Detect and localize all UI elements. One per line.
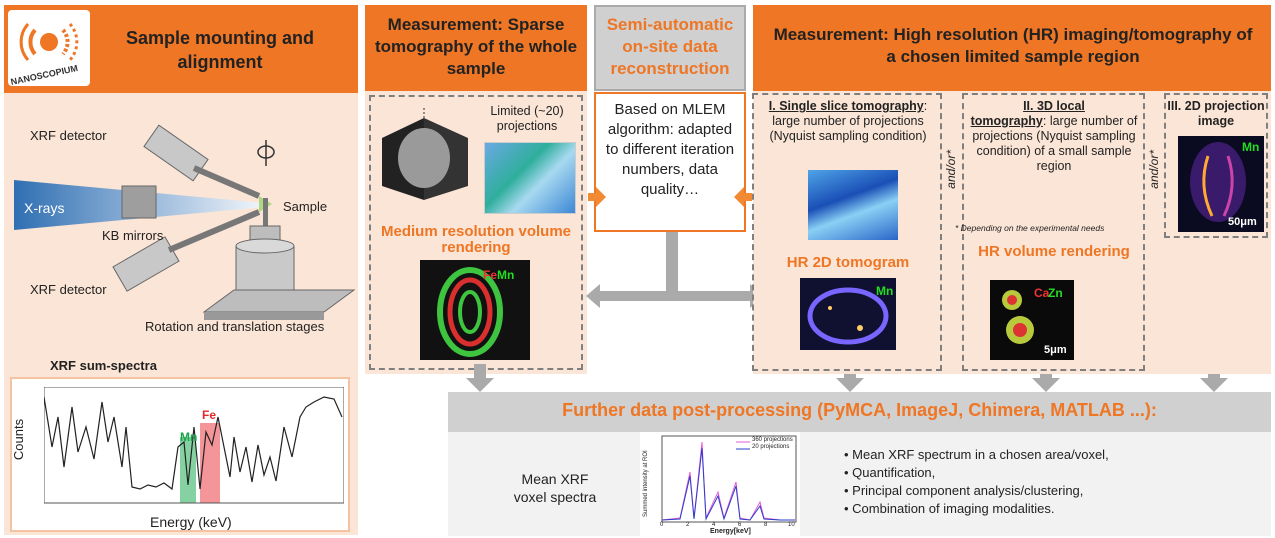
inset-tick-8: 8 <box>764 522 768 528</box>
semi-header <box>594 5 746 91</box>
setup-diagram <box>14 124 356 320</box>
sparse-sinogram <box>484 142 576 214</box>
local-tomography-text: II. 3D local tomography: large number of… <box>970 99 1138 173</box>
single-slice-title: I. Single slice tomography <box>768 99 924 113</box>
post-processing-bar <box>448 392 1271 432</box>
projection-box <box>1164 93 1268 238</box>
kb-mirrors-box <box>121 185 157 219</box>
xrf-spectrum-plot <box>44 387 344 504</box>
inset-legend-20: 20 projections <box>752 444 790 450</box>
logo-icon <box>19 23 79 61</box>
semi-body-box <box>594 92 746 232</box>
label-zn: Zn <box>1048 286 1063 300</box>
scalebar-5um: 5μm <box>1044 344 1067 356</box>
inset-tick-0: 0 <box>660 522 664 528</box>
hr-2d-tomogram-image: Mn <box>800 278 896 350</box>
limited-projections-label: Limited (~20) projections <box>490 104 564 133</box>
post-processing-list: Mean XRF spectrum in a chosen area/voxel… <box>844 446 1244 518</box>
sparse-projections-stack <box>382 108 468 200</box>
label-mn-hr2d: Mn <box>876 284 894 298</box>
label-mn: Mn <box>180 430 198 444</box>
hr-volume-label: HR volume rendering <box>978 243 1130 260</box>
single-slice-body: large number of projections (Nyquist sam… <box>769 114 927 143</box>
hr-2d-tomogram-label: HR 2D tomogram <box>786 254 910 271</box>
label-ca: Ca <box>1034 286 1050 300</box>
inset-tick-4: 4 <box>712 522 716 528</box>
xrf-detector-top <box>143 124 261 199</box>
post-processing-title: Further data post-processing (PyMCA, Ima… <box>562 400 1157 420</box>
list-item: Mean XRF spectrum in a chosen area/voxel… <box>844 446 1244 464</box>
mean-spectrum-inset: 360 projections 20 projections Summed in… <box>640 432 800 536</box>
label-mn-sparse: Mn <box>497 268 515 282</box>
local-tomography-box <box>962 93 1145 371</box>
label-xrf-detector-bottom: XRF detector <box>30 282 107 297</box>
single-slice-text: I. Single slice tomography: large number… <box>768 99 928 143</box>
label-kb-mirrors: KB mirrors <box>102 228 164 243</box>
local-title-b: tomography <box>970 114 1043 128</box>
xrf-detector-bottom <box>112 209 261 292</box>
scalebar-50um: 50μm <box>1228 216 1257 228</box>
label-xrays: X-rays <box>24 200 65 216</box>
single-slice-box <box>752 93 942 371</box>
hr-header <box>753 5 1271 91</box>
sparse-header <box>365 5 587 91</box>
label-sample: Sample <box>283 199 328 214</box>
inset-xlabel: Energy[keV] <box>710 528 751 535</box>
nanoscopium-logo: NANOSCOPIUM <box>8 10 90 87</box>
local-body: large number of projections (Nyquist sam… <box>972 114 1138 173</box>
inset-tick-2: 2 <box>686 522 690 528</box>
single-slice-sinogram <box>808 170 898 240</box>
andor-label-1: and/or* <box>944 150 958 189</box>
projection-title: III. 2D projection image <box>1167 99 1265 128</box>
label-mn-projection: Mn <box>1242 140 1260 154</box>
left-title: Sample mounting and alignment <box>125 28 314 72</box>
sparse-title: Measurement: Sparse tomography of the wh… <box>374 15 578 78</box>
spectrum-xlabel: Energy (keV) <box>150 514 232 530</box>
inset-tick-10: 10 <box>788 522 795 528</box>
medium-resolution-image: Fe Mn <box>420 260 530 360</box>
mean-voxel-label: Mean XRF voxel spectra <box>513 471 597 505</box>
label-stages: Rotation and translation stages <box>145 319 325 334</box>
hr-title: Measurement: High resolution (HR) imagin… <box>773 25 1253 66</box>
mn-highlight <box>180 437 196 503</box>
medium-resolution-label: Medium resolution volume rendering <box>380 223 572 256</box>
local-title-a: II. 3D local <box>1023 99 1085 113</box>
list-item: Principal component analysis/clustering, <box>844 482 1244 500</box>
list-item: Combination of imaging modalities. <box>844 500 1244 518</box>
projection-image: Mn 50μm <box>1178 136 1264 232</box>
label-xrf-detector-top: XRF detector <box>30 128 107 143</box>
inset-ylabel: Summed intensity at ROI <box>643 450 649 517</box>
depending-note: * Depending on the experimental needs <box>955 223 1105 233</box>
label-fe: Fe <box>202 408 217 422</box>
hr-volume-image: Ca Zn 5μm <box>990 280 1074 360</box>
andor-label-2: and/or* <box>1147 150 1161 189</box>
semi-title: Semi-automatic on-site data reconstructi… <box>606 15 734 78</box>
semi-body: Based on MLEM algorithm: adapted to diff… <box>605 101 735 198</box>
spectrum-line <box>44 396 343 491</box>
label-fe-sparse: Fe <box>483 268 498 282</box>
list-item: Quantification, <box>844 464 1244 482</box>
inset-legend-360: 360 projections <box>752 437 793 443</box>
spectrum-title: XRF sum-spectra <box>50 358 157 373</box>
sample-pin <box>263 198 268 226</box>
inset-tick-6: 6 <box>738 522 742 528</box>
